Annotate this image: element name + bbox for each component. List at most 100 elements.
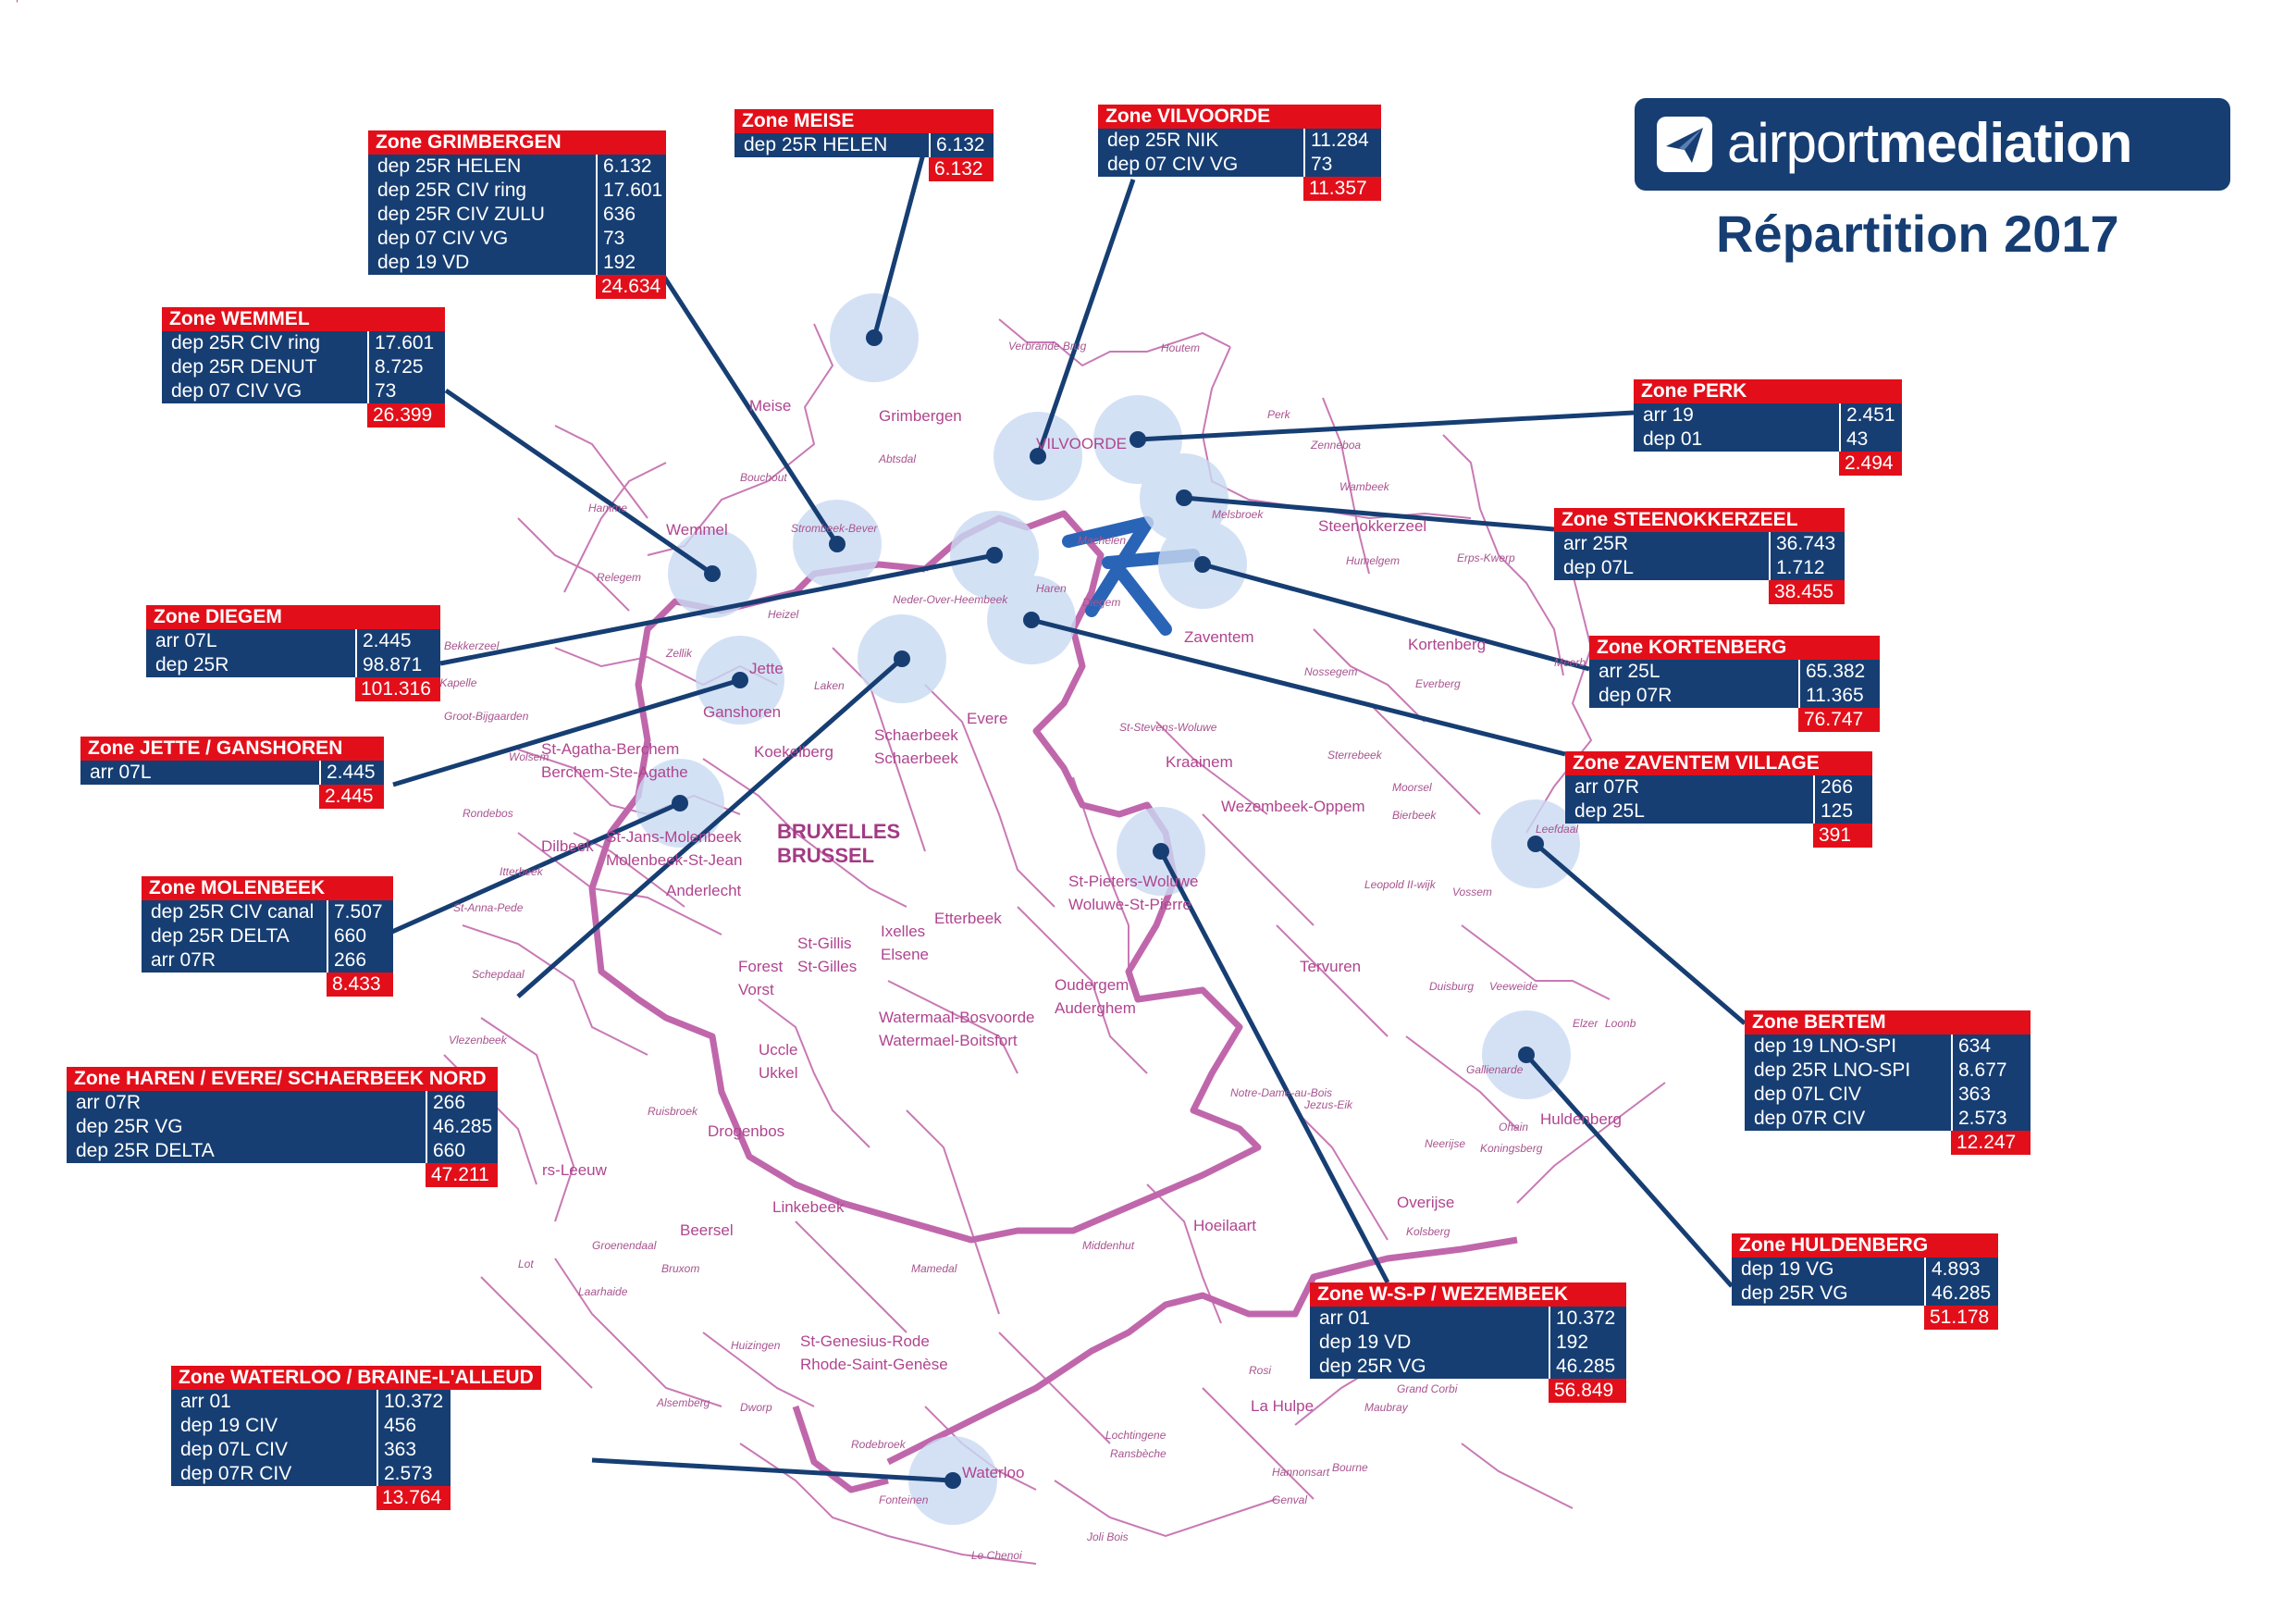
leader-line-haren-evere-schaerbeek-nord <box>516 657 904 998</box>
place-label: Ruisbroek <box>648 1105 698 1118</box>
zone-total: 101.316 <box>355 677 440 701</box>
zone-row-value: 46.285 <box>1549 1355 1626 1379</box>
zone-total: 2.494 <box>1839 452 1902 476</box>
leader-line-jette-ganshoren <box>392 677 741 787</box>
zone-row-label: dep 25R VG <box>1310 1355 1549 1379</box>
place-label: St-Anna-Pede <box>453 901 524 914</box>
zone-total: 2.445 <box>319 785 384 809</box>
place-label: Duisburg <box>1429 980 1474 993</box>
zone-row-label: dep 19 VD <box>368 251 596 275</box>
zone-row-value: 73 <box>1303 153 1381 177</box>
place-label: Haren <box>1036 582 1067 595</box>
place-label: Relegem <box>597 571 641 584</box>
zone-row-value: 11.284 <box>1303 129 1381 153</box>
zone-row-value: 8.677 <box>1951 1059 2031 1083</box>
zone-row-label: dep 07R <box>1589 684 1798 708</box>
zone-row-label: dep 25R LNO-SPI <box>1745 1059 1951 1083</box>
zone-row-value: 65.382 <box>1798 660 1880 684</box>
zone-row-label: dep 07 CIV VG <box>1098 153 1303 177</box>
zone-row-label: dep 07 CIV VG <box>368 227 596 251</box>
zone-row-value: 456 <box>376 1414 451 1438</box>
place-forest: Forest <box>738 958 783 975</box>
place-woluwe: Woluwe-St-Pierre <box>1068 896 1191 913</box>
zone-row-value: 4.893 <box>1924 1258 1998 1282</box>
zone-row-value: 660 <box>426 1139 498 1163</box>
place-hoeilaart: Hoeilaart <box>1193 1217 1256 1234</box>
zone-row-label: dep 25R <box>146 653 355 677</box>
place-label: Heizel <box>768 608 799 621</box>
place-label: Genval <box>1272 1493 1307 1506</box>
zone-row-label: dep 25R DELTA <box>142 924 327 948</box>
place-label: Houtem <box>1161 341 1200 354</box>
place-label: Bourne <box>1332 1461 1368 1474</box>
zone-row-value: 2.445 <box>319 761 384 785</box>
place-stgilles: St-Gilles <box>797 958 857 975</box>
zone-row-label: dep 25R CIV ZULU <box>368 203 596 227</box>
zone-title: Zone KORTENBERG <box>1589 636 1880 660</box>
zone-title: Zone ZAVENTEM VILLAGE <box>1565 751 1872 775</box>
zone-row-label: dep 25L <box>1565 799 1813 824</box>
zone-dot-bertem <box>1527 836 1544 852</box>
zone-dot-w-s-p-wezembeek <box>1153 843 1169 860</box>
zone-row-label: dep 25R CIV ring <box>162 331 367 355</box>
place-berchem: Berchem-Ste-Agathe <box>541 763 688 781</box>
place-stgenesius: St-Genesius-Rode <box>800 1332 930 1350</box>
place-tervuren: Tervuren <box>1300 958 1361 975</box>
place-label: Hamme <box>588 502 627 514</box>
place-label: Notre-Dame-au-Bois <box>1230 1086 1332 1099</box>
place-vorst: Vorst <box>738 981 774 998</box>
zone-total: 12.247 <box>1951 1131 2031 1155</box>
place-label: Wolsem <box>509 750 549 763</box>
place-label: St-Stevens-Woluwe <box>1119 721 1217 734</box>
zone-row-label: dep 25R VG <box>67 1115 426 1139</box>
leader-line-bertem <box>1534 842 1747 1025</box>
zone-row-value: 2.451 <box>1839 403 1902 427</box>
zone-row-value: 363 <box>376 1438 451 1462</box>
zone-row-value: 2.573 <box>376 1462 451 1486</box>
place-vilvoorde: VILVOORDE <box>1036 435 1127 452</box>
leader-line-w-s-p-wezembeek <box>1158 849 1390 1284</box>
zone-row-value: 266 <box>1813 775 1872 799</box>
place-steenokkerzeel: Steenokkerzeel <box>1318 517 1426 535</box>
zone-row-label: arr 07R <box>67 1091 426 1115</box>
zone-row-value: 636 <box>596 203 666 227</box>
zone-title: Zone PERK <box>1634 379 1902 403</box>
zone-dot-grimbergen <box>829 536 846 552</box>
place-molenbeek2: Molenbeek-St-Jean <box>606 851 742 869</box>
place-strombeek: Strombeek-Bever <box>791 522 878 535</box>
place-dilbeek: Dilbeek <box>541 837 594 855</box>
place-schaerbeek2: Schaerbeek <box>874 750 958 767</box>
zone-dot-steenokkerzeel <box>1176 489 1192 506</box>
zone-row-value: 36.743 <box>1769 532 1845 556</box>
place-evere: Evere <box>967 710 1007 727</box>
zone-row-value: 17.601 <box>367 331 445 355</box>
place-label: Zenneboa <box>1310 439 1361 452</box>
zone-title: Zone STEENOKKERZEEL <box>1554 508 1845 532</box>
zone-row-label: dep 19 LNO-SPI <box>1745 1035 1951 1059</box>
place-jette: Jette <box>749 660 784 677</box>
place-label: Abtsdal <box>878 452 916 465</box>
zone-row-label: arr 07R <box>142 948 327 973</box>
place-label: Loonb <box>1605 1017 1636 1030</box>
place-label: Alsemberg <box>656 1396 710 1409</box>
leader-line-vilvoorde <box>1035 179 1136 457</box>
zone-row-label: dep 25R CIV canal <box>142 900 327 924</box>
paper-plane-icon <box>1657 117 1712 172</box>
place-auderghem: Auderghem <box>1055 999 1136 1017</box>
zone-dot-diegem <box>986 547 1003 564</box>
place-label: Neder-Over-Heembeek <box>893 593 1008 606</box>
place-label: Koningsberg <box>1480 1142 1543 1155</box>
zone-row-value: 98.871 <box>355 653 440 677</box>
place-label: Bruxom <box>661 1262 699 1275</box>
zone-row-label: arr 07L <box>80 761 319 785</box>
place-brussel: BRUSSEL <box>777 844 874 867</box>
zone-title: Zone WATERLOO / BRAINE-L'ALLEUD <box>171 1366 541 1390</box>
zone-row-label: arr 07R <box>1565 775 1813 799</box>
